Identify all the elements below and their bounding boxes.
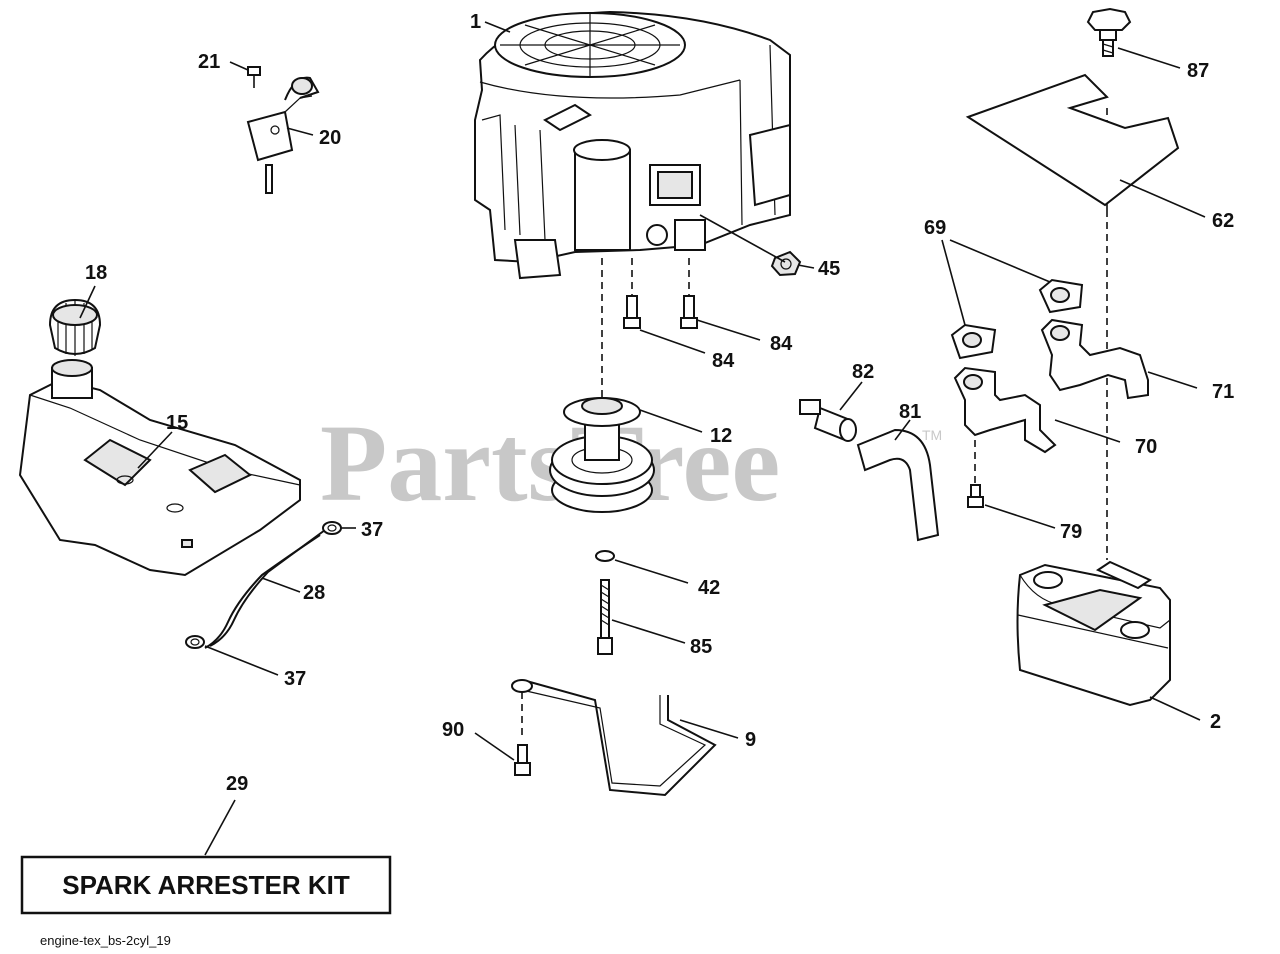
watermark-trademark: TM <box>922 427 942 443</box>
callout-20: 20 <box>319 127 341 149</box>
leader-20 <box>286 127 314 136</box>
screw-90[interactable] <box>514 692 531 776</box>
callout-84-right: 84 <box>770 333 793 355</box>
callout-84-left: 84 <box>712 350 735 372</box>
muffler[interactable] <box>1016 560 1171 707</box>
callout-42: 42 <box>698 577 720 599</box>
shield[interactable] <box>965 73 1180 207</box>
callout-62: 62 <box>1212 210 1234 232</box>
bolt-84-right[interactable] <box>680 295 698 329</box>
callout-37-lower: 37 <box>284 668 306 690</box>
clamp-37-upper[interactable] <box>322 521 342 535</box>
leader-84-left <box>639 329 706 354</box>
bolt-84-left[interactable] <box>623 295 641 329</box>
choke-bracket[interactable] <box>246 76 320 194</box>
gasket-69-right[interactable] <box>1038 278 1084 314</box>
callout-85: 85 <box>690 636 712 658</box>
exhaust-pipe-70[interactable] <box>953 366 1057 454</box>
leader-84-right <box>696 319 761 341</box>
leader-9 <box>679 719 739 739</box>
callout-81: 81 <box>899 401 921 423</box>
leader-18 <box>79 285 96 319</box>
leader-2 <box>1149 696 1201 721</box>
leader-28 <box>261 577 301 593</box>
leader-70 <box>1054 419 1121 443</box>
callout-18: 18 <box>85 262 107 284</box>
knob-87[interactable] <box>1086 7 1132 57</box>
callout-29: 29 <box>226 773 248 795</box>
leader-15 <box>137 431 173 469</box>
centerline-bolts <box>631 258 690 300</box>
exhaust-pipe-71[interactable] <box>1040 318 1149 400</box>
leader-82 <box>839 381 863 411</box>
leader-69 <box>941 239 1051 326</box>
callout-9: 9 <box>745 729 756 751</box>
watermark: PartsTree <box>320 402 780 524</box>
callout-71: 71 <box>1212 381 1234 403</box>
callout-82: 82 <box>852 361 874 383</box>
leader-62 <box>1119 179 1206 218</box>
spark-arrester-kit-box[interactable] <box>20 855 392 915</box>
callout-90: 90 <box>442 719 464 741</box>
gasket-69-left[interactable] <box>950 323 997 360</box>
screw-79[interactable] <box>967 484 984 508</box>
callout-87: 87 <box>1187 60 1209 82</box>
leader-85 <box>611 619 686 644</box>
fuel-cap[interactable] <box>48 298 102 356</box>
callout-2: 2 <box>1210 711 1221 733</box>
callout-69: 69 <box>924 217 946 239</box>
callout-15: 15 <box>166 412 188 434</box>
diagram-code: engine-tex_bs-2cyl_19 <box>40 933 171 948</box>
screw-21[interactable] <box>247 66 261 88</box>
washer-42[interactable] <box>595 550 615 562</box>
leader-71 <box>1147 371 1198 389</box>
fuel-tank[interactable] <box>18 359 301 577</box>
leader-1 <box>484 21 511 33</box>
callout-21: 21 <box>198 51 220 73</box>
leader-79 <box>984 504 1056 529</box>
callout-1: 1 <box>470 11 481 33</box>
leader-29 <box>204 799 236 856</box>
callout-70: 70 <box>1135 436 1157 458</box>
leader-12 <box>639 409 703 433</box>
clamp-37-lower[interactable] <box>185 635 205 649</box>
tube-9[interactable] <box>511 679 717 797</box>
hose-81[interactable] <box>856 428 940 542</box>
leader-81 <box>894 419 911 441</box>
callout-45: 45 <box>818 258 840 280</box>
nut-45[interactable] <box>770 250 802 277</box>
leader-37-lower <box>204 645 279 676</box>
callout-12: 12 <box>710 425 732 447</box>
callout-37-upper: 37 <box>361 519 383 541</box>
engine[interactable] <box>474 10 791 280</box>
leader-90 <box>474 732 515 761</box>
callout-28: 28 <box>303 582 325 604</box>
callout-79: 79 <box>1060 521 1082 543</box>
fitting-82[interactable] <box>799 399 857 442</box>
pulley[interactable] <box>549 397 655 513</box>
leader-42 <box>614 559 689 584</box>
leader-45 <box>699 214 815 269</box>
bolt-85[interactable] <box>597 579 613 655</box>
leader-87 <box>1117 47 1181 69</box>
leader-21 <box>229 61 249 71</box>
spark-arrester-kit-label: SPARK ARRESTER KIT <box>62 870 350 900</box>
